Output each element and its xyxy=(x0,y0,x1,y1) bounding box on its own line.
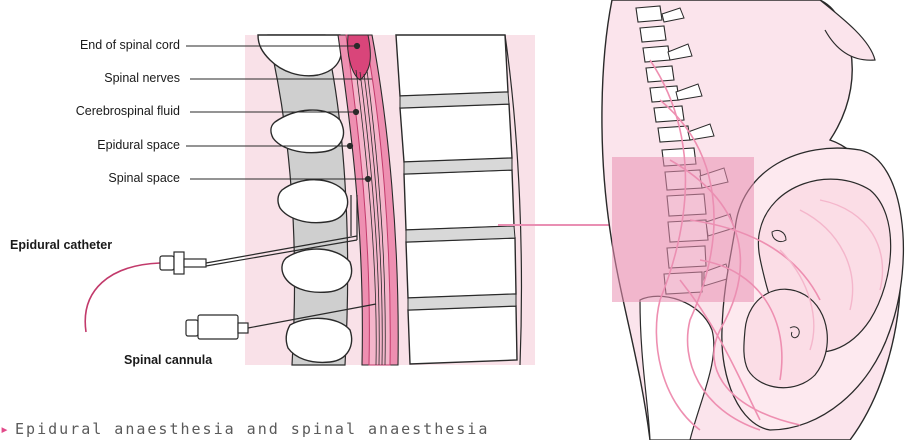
label-spinal-cannula: Spinal cannula xyxy=(124,353,212,367)
caption-text: Epidural anaesthesia and spinal anaesthe… xyxy=(15,420,489,438)
label-epidural-space: Epidural space xyxy=(20,138,180,152)
label-cerebrospinal-fluid: Cerebrospinal fluid xyxy=(20,104,180,118)
highlight-box xyxy=(612,157,754,302)
label-spinal-space: Spinal space xyxy=(20,171,180,185)
baby-head xyxy=(744,289,827,388)
label-epidural-catheter: Epidural catheter xyxy=(10,238,112,252)
chevron-right-icon: ▸ xyxy=(0,420,9,438)
vertebral-bodies xyxy=(396,35,517,364)
figure-caption: ▸ Epidural anaesthesia and spinal anaesth… xyxy=(0,420,489,438)
label-end-of-spinal-cord: End of spinal cord xyxy=(20,38,180,52)
label-spinal-nerves: Spinal nerves xyxy=(20,71,180,85)
